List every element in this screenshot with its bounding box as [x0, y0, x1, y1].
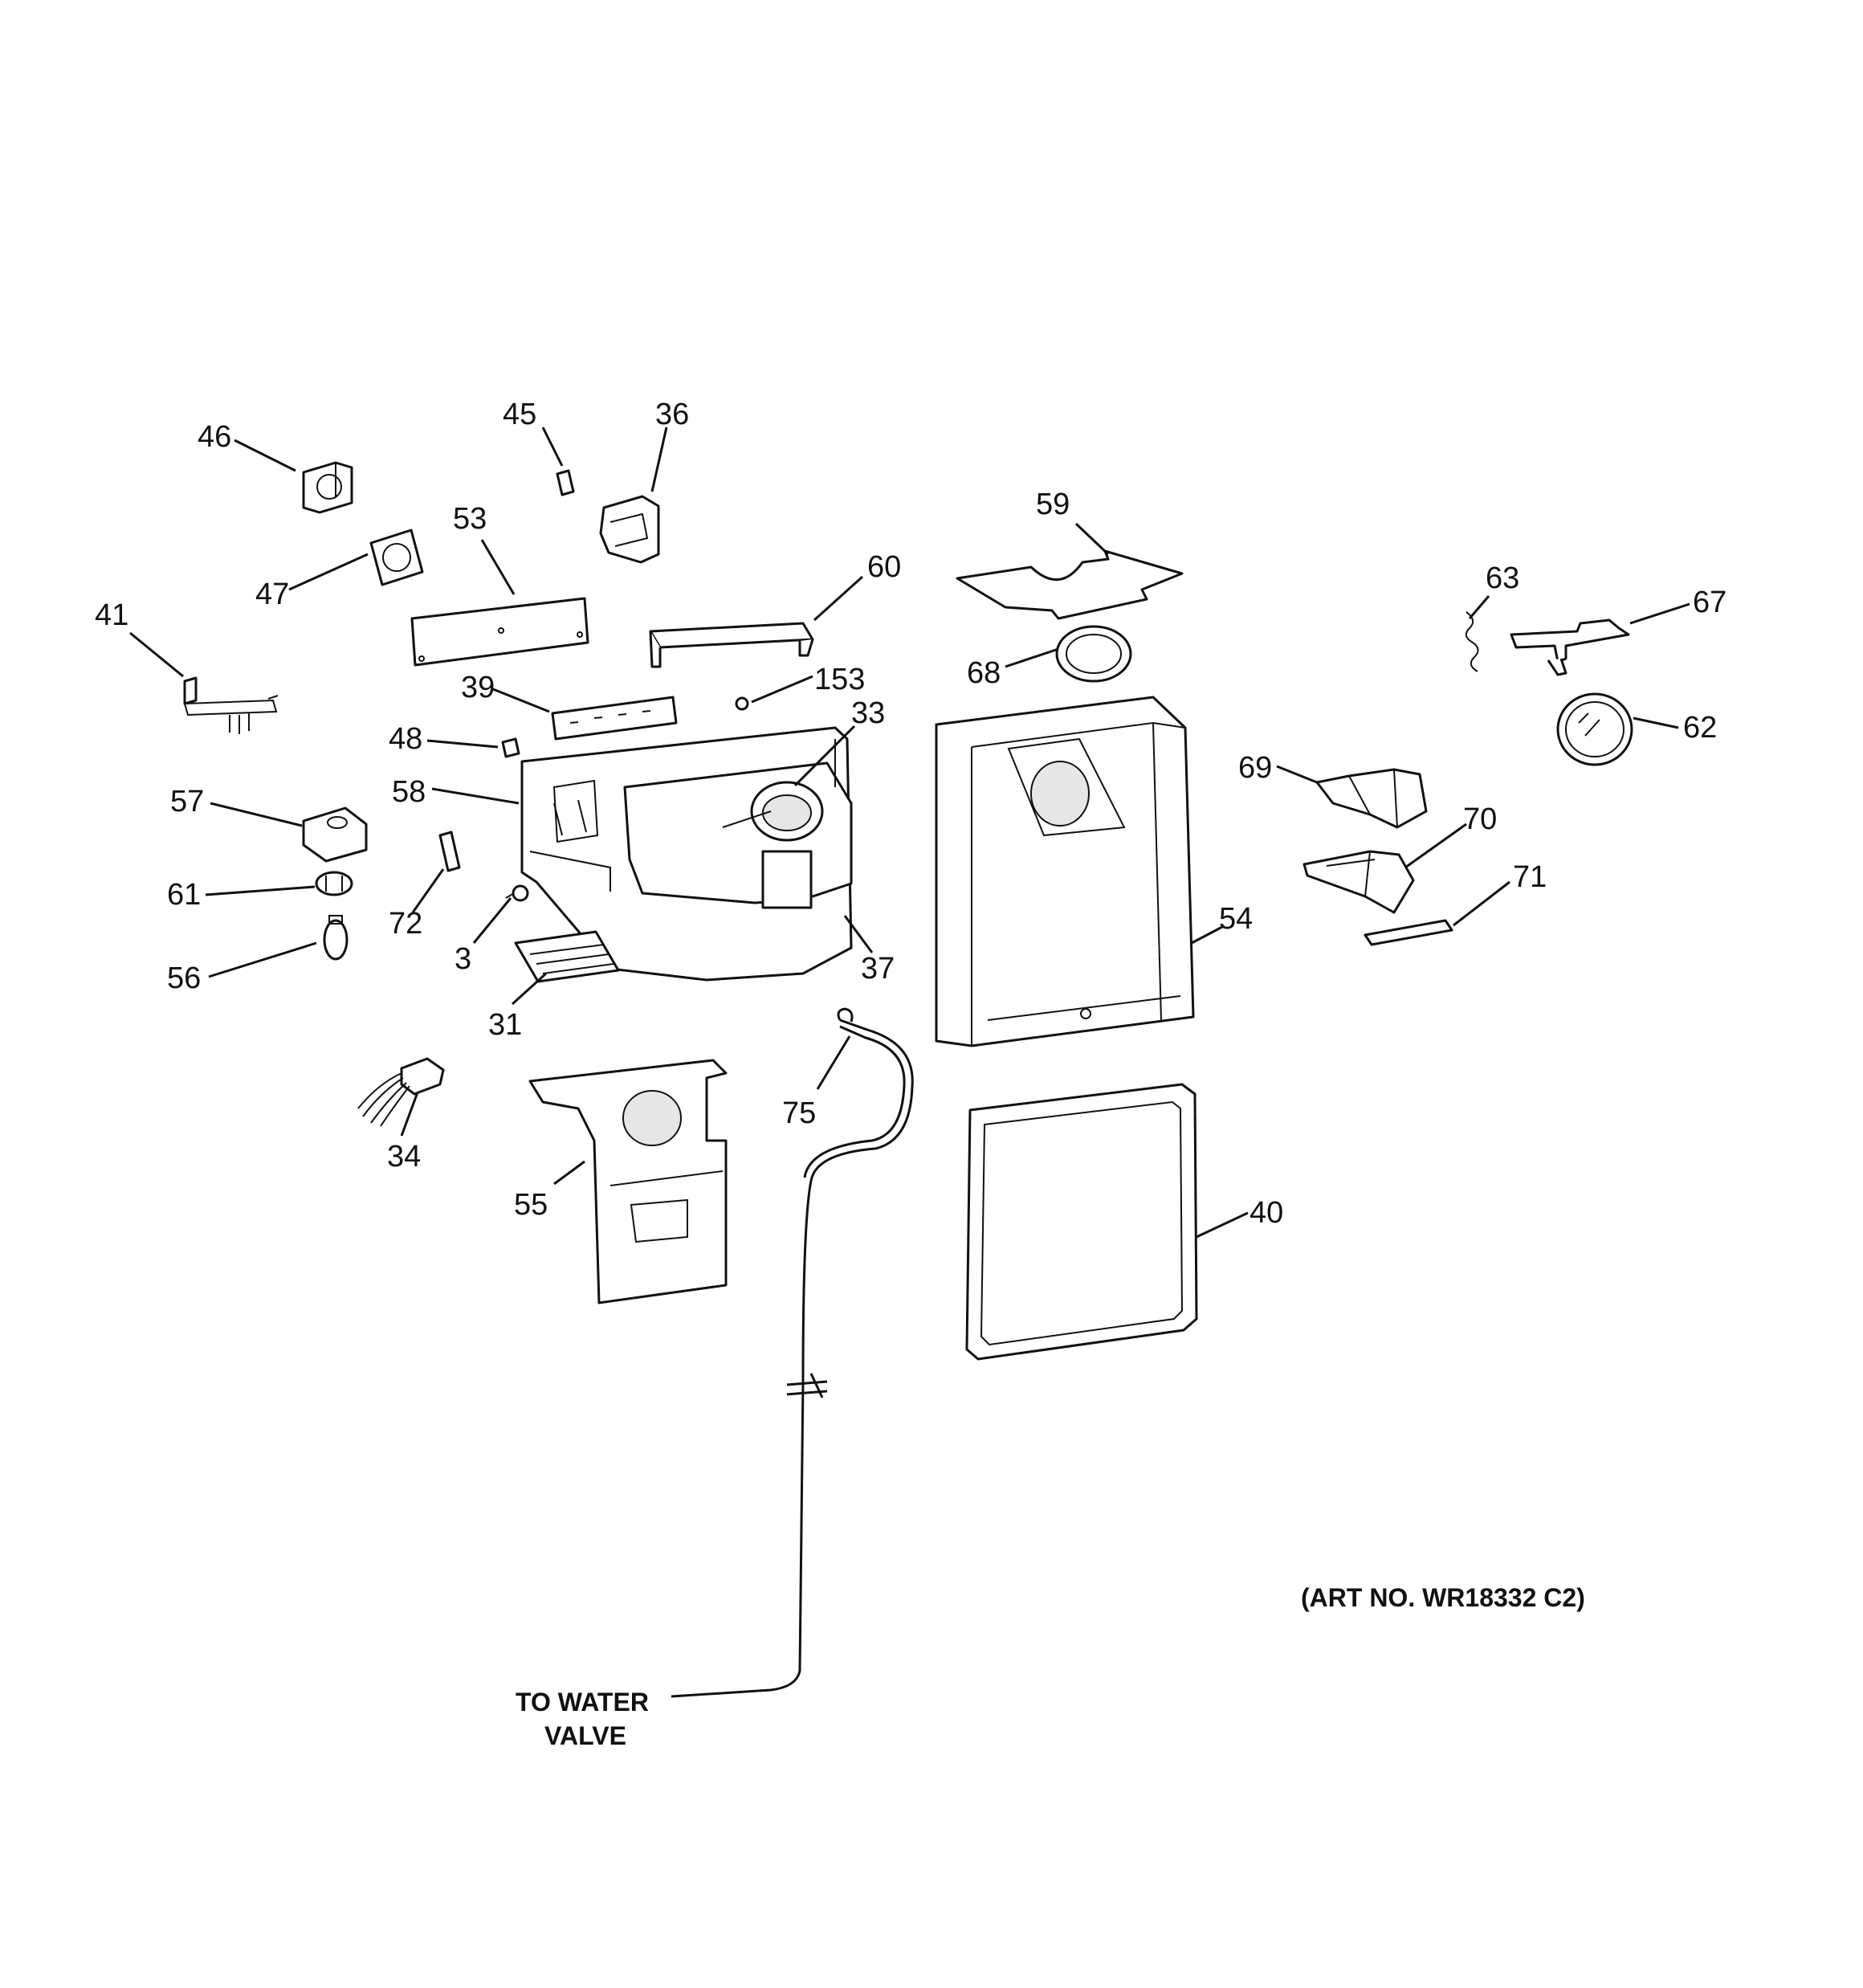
callout-58: 58: [392, 775, 426, 809]
part-31-drip-tray: [514, 930, 620, 983]
callout-62: 62: [1683, 711, 1717, 745]
part-47-mounting-plate: [369, 529, 424, 586]
to-water-valve-label-line1: TO WATER: [516, 1688, 649, 1717]
art-number-note: (ART NO. WR18332 C2): [1301, 1583, 1585, 1612]
callout-labels: 46 45 36 53 59 60 47 63 67 41 68 153 39 …: [95, 398, 1726, 1230]
part-36-bracket: [599, 495, 660, 564]
part-63-spring: [1465, 611, 1479, 672]
callout-48: 48: [389, 722, 422, 756]
callout-55: 55: [514, 1188, 548, 1222]
part-62-lens: [1556, 692, 1633, 766]
leader-lines: [129, 427, 1690, 1239]
part-45-clip: [556, 469, 575, 496]
callout-57: 57: [170, 785, 204, 818]
callout-56: 56: [167, 961, 201, 995]
callout-36: 36: [655, 398, 689, 431]
part-75-water-tube: [671, 1007, 914, 1698]
callout-72: 72: [389, 907, 422, 941]
part-53-cover-panel: [410, 597, 589, 667]
part-41-wire-bracket: [183, 676, 279, 734]
callout-46: 46: [198, 420, 231, 454]
callout-61: 61: [167, 878, 201, 912]
callout-47: 47: [255, 578, 289, 611]
part-70-chute-door: [1302, 850, 1415, 914]
part-46-knob-cap: [302, 461, 353, 514]
part-48-switch: [501, 737, 520, 758]
callout-70: 70: [1463, 802, 1497, 836]
part-61-light-socket: [315, 871, 353, 896]
callout-71: 71: [1513, 860, 1547, 894]
callout-40: 40: [1249, 1196, 1283, 1230]
callout-54: 54: [1219, 902, 1253, 936]
part-69-chute: [1315, 768, 1428, 829]
part-60-bar-bracket: [649, 622, 814, 668]
part-40-gasket-frame: [965, 1083, 1198, 1361]
notes: (ART NO. WR18332 C2) TO WATER VALVE: [516, 1583, 1585, 1750]
part-58-37-dispenser-housing: [520, 726, 853, 982]
part-153-screw: [735, 696, 749, 711]
callout-59: 59: [1036, 488, 1070, 521]
callout-153: 153: [814, 663, 865, 696]
callout-31: 31: [488, 1008, 522, 1042]
to-water-valve-label-line2: VALVE: [544, 1721, 626, 1750]
callout-45: 45: [503, 398, 536, 431]
callout-67: 67: [1693, 586, 1726, 619]
part-55-deflector-panel: [528, 1059, 728, 1304]
part-72-bracket: [438, 831, 461, 872]
part-56-light-bulb: [323, 915, 349, 961]
callout-53: 53: [453, 502, 487, 536]
callout-34: 34: [387, 1140, 421, 1174]
part-59-insulation-sheet: [956, 549, 1184, 620]
callout-63: 63: [1486, 561, 1519, 595]
callout-60: 60: [867, 550, 901, 584]
callout-41: 41: [95, 598, 128, 632]
part-39-control-board: [551, 696, 678, 741]
callout-39: 39: [461, 671, 495, 704]
part-34-wire-harness: [357, 1057, 445, 1127]
callout-75: 75: [782, 1096, 816, 1130]
part-68-gasket-ring: [1055, 625, 1132, 683]
callout-37: 37: [861, 952, 895, 986]
callout-69: 69: [1238, 751, 1272, 785]
part-3-screw: [505, 884, 529, 902]
part-67-lever-bracket: [1510, 618, 1630, 676]
part-71-pad: [1364, 919, 1453, 946]
part-54-dispenser-cover: [935, 696, 1195, 1047]
callout-68: 68: [967, 656, 1001, 690]
callout-33: 33: [851, 696, 885, 730]
callout-3: 3: [455, 942, 471, 976]
part-57-relay-block: [302, 806, 368, 863]
